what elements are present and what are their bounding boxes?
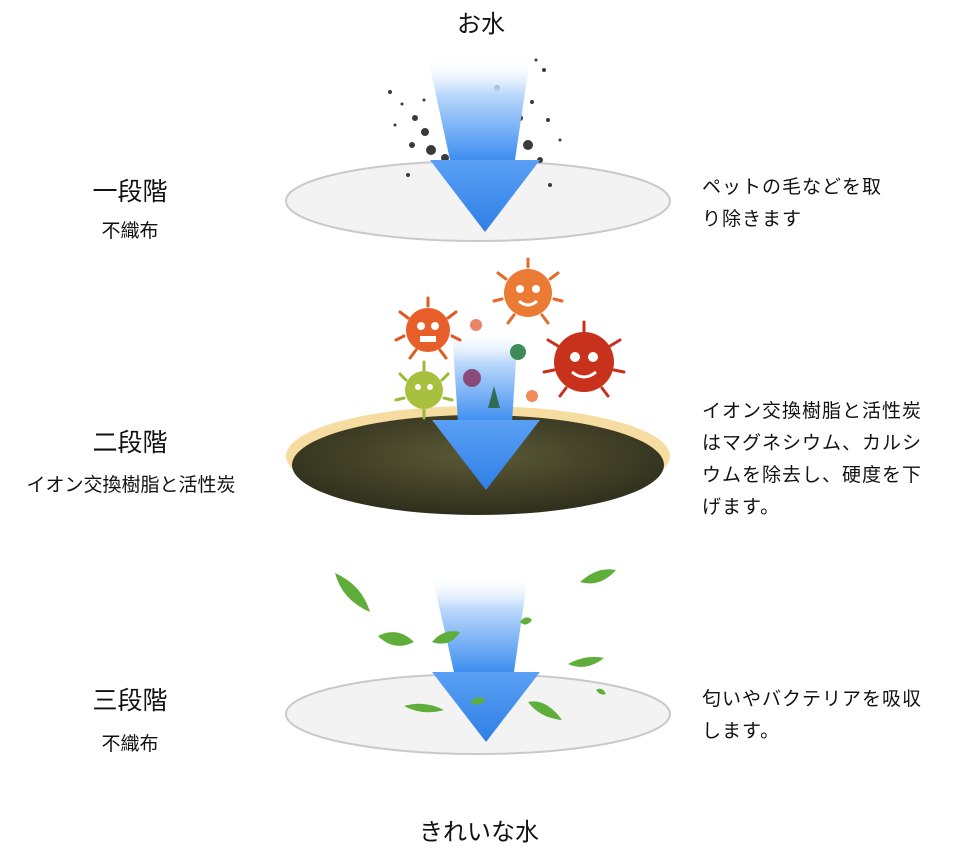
germ-small-icon bbox=[463, 369, 481, 387]
stage-3-description-line: します。 bbox=[702, 720, 781, 742]
stage-2-title: 二段階 bbox=[92, 428, 168, 457]
germ-small-icon bbox=[526, 390, 538, 402]
stage-2-description-line: はマグネシウム、カルシ bbox=[702, 432, 923, 454]
input-water-label: お水 bbox=[457, 10, 505, 38]
stage-3-description-line: 匂いやバクテリアを吸収 bbox=[702, 688, 923, 710]
stage-2-description-line: げます。 bbox=[702, 496, 781, 518]
germ-red-icon bbox=[542, 320, 626, 398]
stage-2-flow-arrow bbox=[432, 330, 540, 490]
stage-1-material: 不織布 bbox=[101, 220, 159, 242]
output-water-label: きれいな水 bbox=[419, 818, 539, 846]
germ-orange-icon bbox=[394, 296, 462, 360]
germ-small-icon bbox=[488, 386, 500, 408]
stage-1-description-line: り除きます bbox=[702, 208, 803, 230]
stage-2-description-line: ウムを除去し、硬度を下 bbox=[702, 464, 923, 486]
stage-3-material: 不織布 bbox=[101, 733, 159, 755]
stage-2-description-line: イオン交換樹脂と活性炭 bbox=[702, 400, 923, 422]
stage-3-flow-arrow bbox=[432, 575, 540, 742]
stage-1-description: ペットの毛などを取 り除きます bbox=[702, 171, 952, 235]
germ-green-icon bbox=[394, 360, 454, 420]
germ-small-icon bbox=[510, 344, 526, 360]
stage-3-title: 三段階 bbox=[92, 686, 168, 715]
germ-orange-icon bbox=[492, 257, 564, 325]
stage-3-description: 匂いやバクテリアを吸収 します。 bbox=[702, 683, 961, 747]
stage-2-description: イオン交換樹脂と活性炭 はマグネシウム、カルシ ウムを除去し、硬度を下 げます。 bbox=[702, 395, 961, 523]
stage-1-title: 一段階 bbox=[92, 177, 168, 206]
germ-small-icon bbox=[470, 319, 482, 331]
stage-1-description-line: ペットの毛などを取 bbox=[702, 176, 883, 198]
stage-1-flow-arrow bbox=[428, 58, 540, 232]
leaf-icon bbox=[335, 569, 616, 720]
stage-2-material: イオン交換樹脂と活性炭 bbox=[26, 474, 236, 496]
